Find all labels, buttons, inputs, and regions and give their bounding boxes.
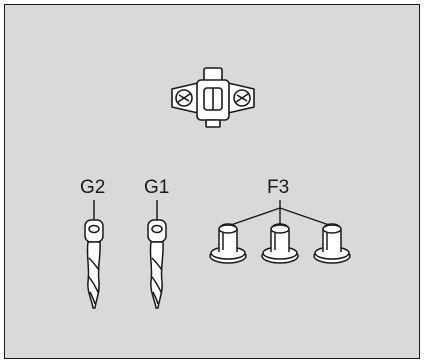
screw-g1-icon [147,200,167,309]
f3-leader-lines [227,200,333,227]
label-g1: G1 [144,177,170,198]
label-f3: F3 [267,177,290,198]
panel-background [4,4,420,359]
mounting-plate-icon [171,67,255,128]
label-g2: G2 [80,177,106,198]
screw-g2-icon [84,200,104,309]
bushing-2-icon [261,223,299,264]
bushing-3-icon [313,223,351,264]
bushing-1-icon [209,223,247,264]
